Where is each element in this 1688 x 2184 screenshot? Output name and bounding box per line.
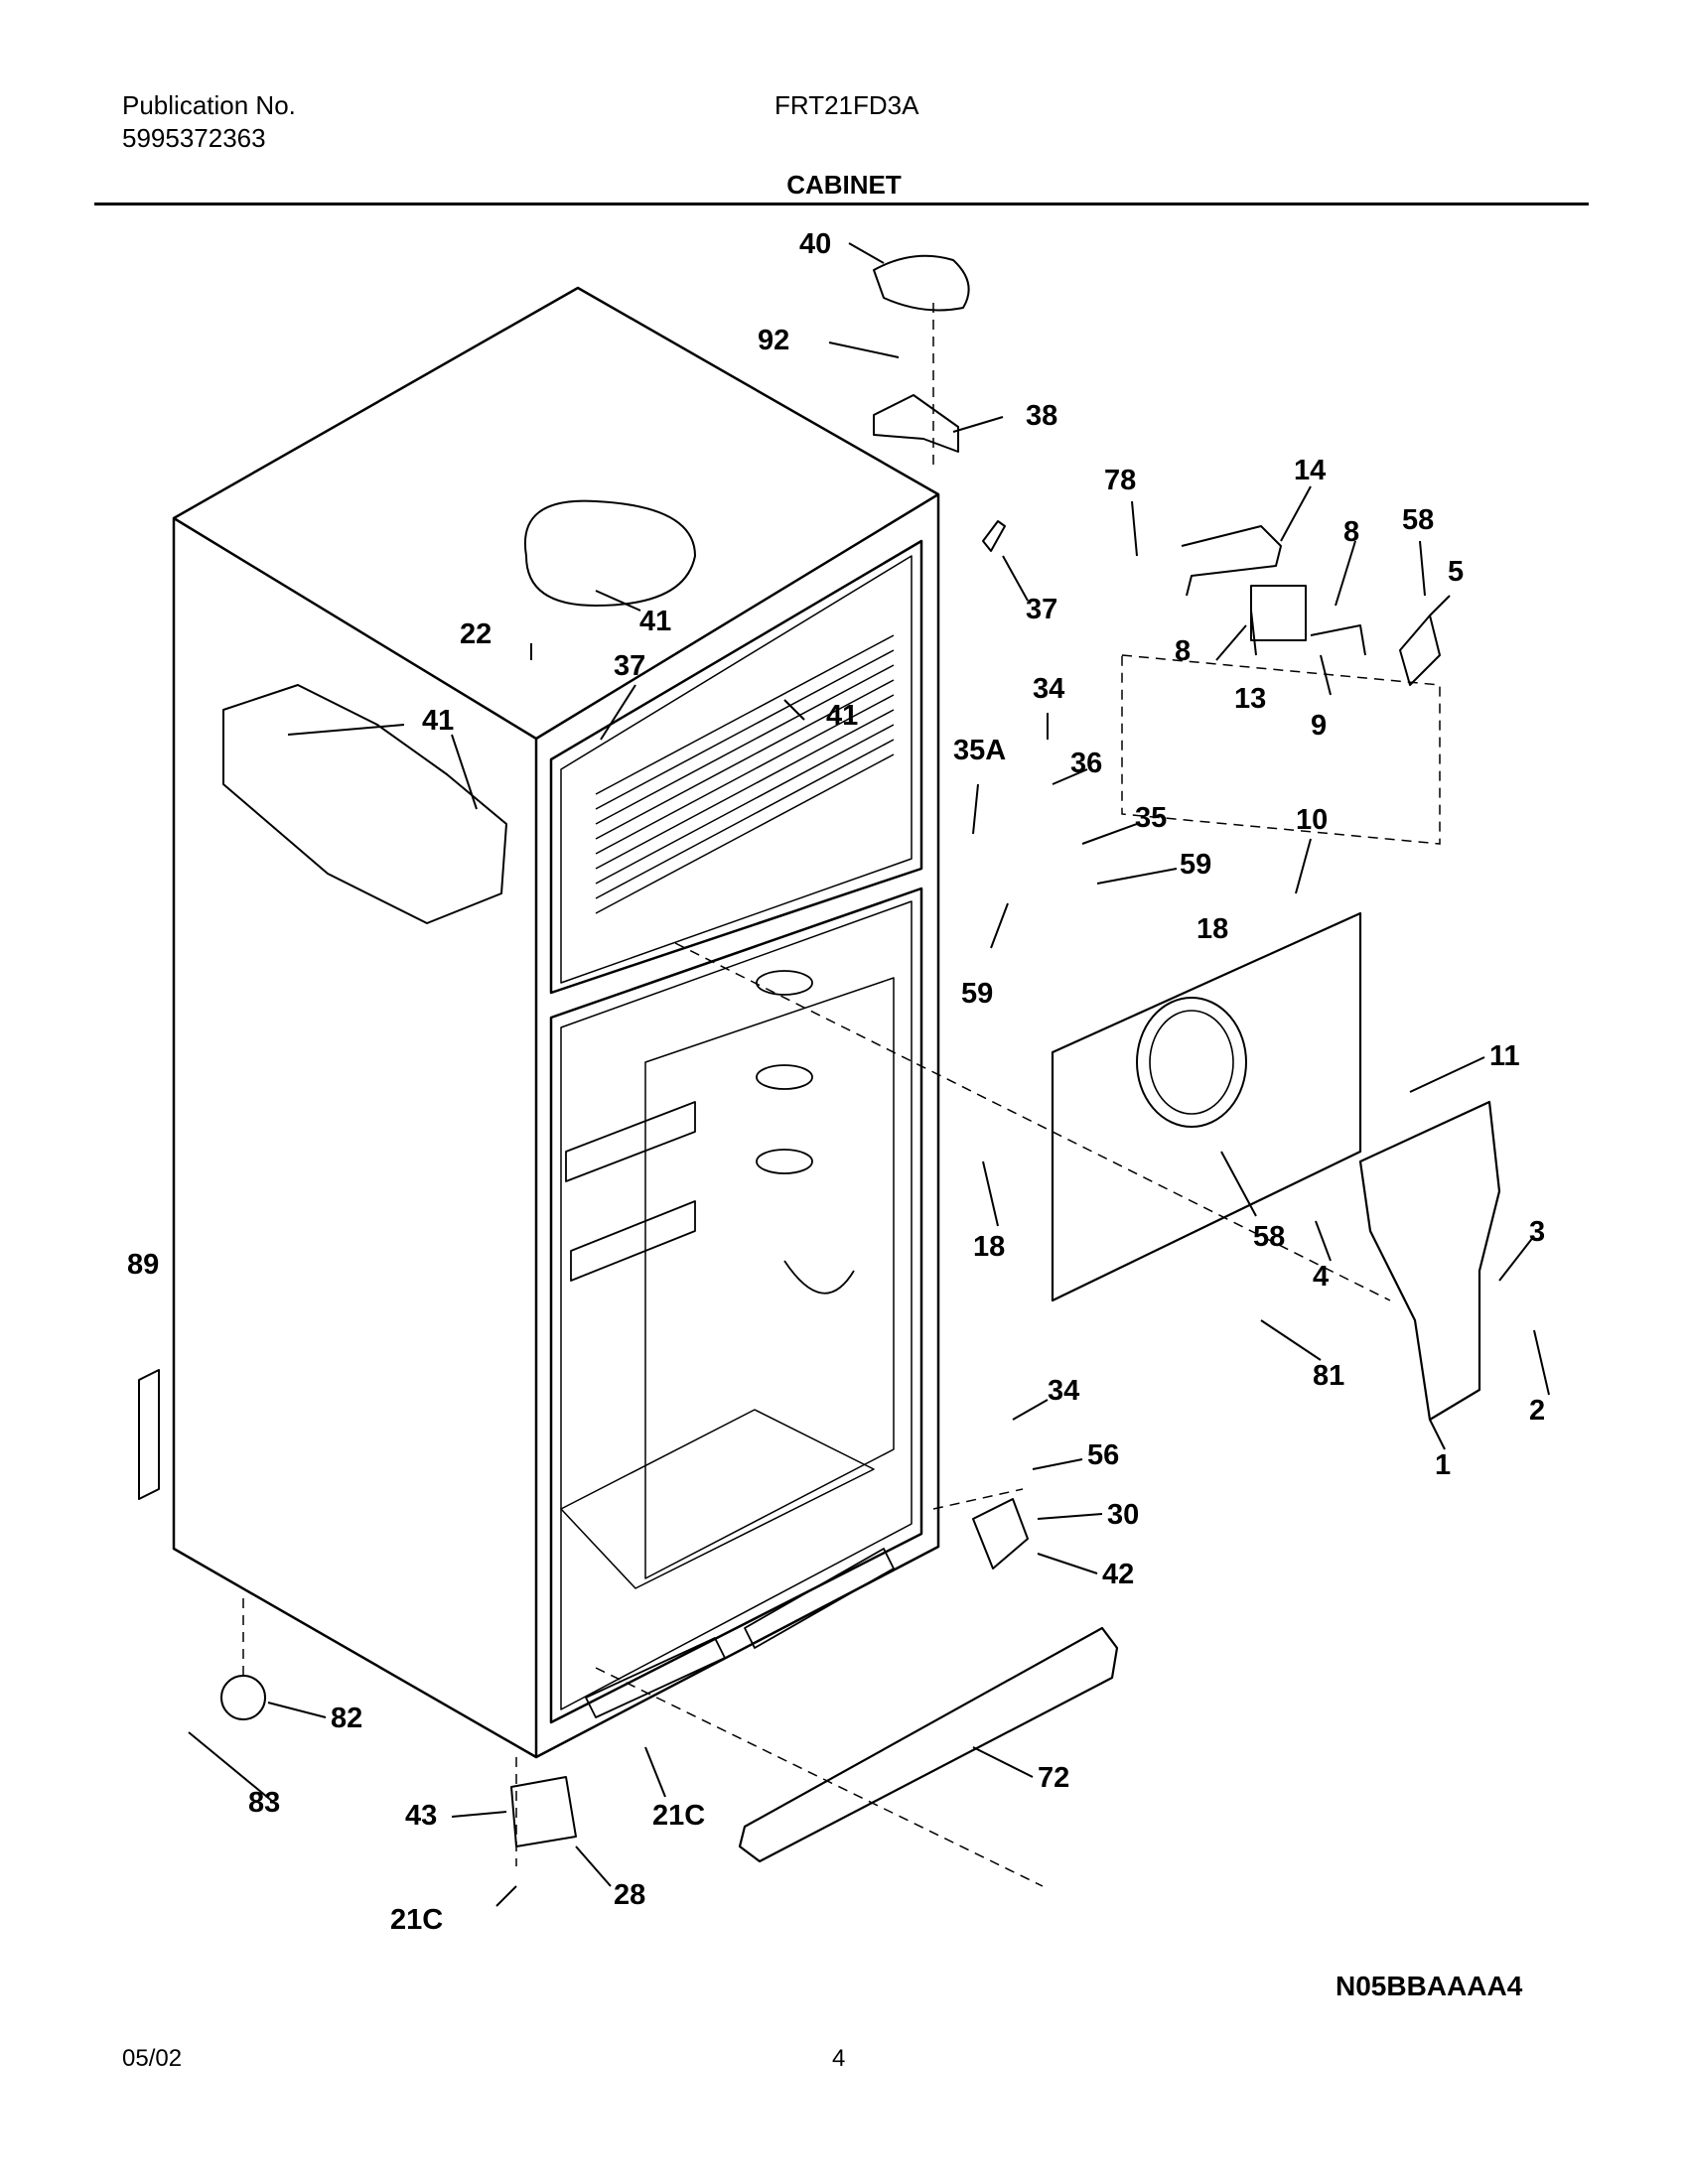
callout-label: 34 (1048, 1375, 1079, 1407)
callout-label: 92 (758, 325, 789, 356)
callout-label: 10 (1296, 804, 1328, 836)
callout-label: 56 (1087, 1439, 1119, 1471)
publication-number: 5995372363 (122, 123, 266, 153)
callout-label: 1 (1435, 1449, 1451, 1481)
liner-rear (644, 977, 895, 1579)
callout-label: 83 (248, 1787, 280, 1819)
side-panel-cutout (222, 684, 507, 924)
callout-label: 37 (1026, 594, 1057, 625)
callout-labels: 40 92 38 78 14 8 58 5 37 41 22 37 41 41 … (127, 228, 1545, 1936)
top-hinge (873, 394, 959, 453)
callout-label: 4 (1313, 1261, 1329, 1293)
callout-label: 58 (1402, 504, 1434, 536)
callout-label: 8 (1175, 635, 1191, 667)
publication-label: Publication No. (122, 90, 296, 120)
publication-date: 05/02 (122, 2045, 183, 2072)
fan-blade (1399, 614, 1441, 686)
cabinet-body (172, 286, 940, 1759)
callout-label: 18 (973, 1231, 1005, 1263)
callout-label: 18 (1196, 913, 1228, 945)
fresh-food-opening (549, 887, 923, 1724)
freezer-opening (549, 539, 923, 995)
callout-label: 78 (1104, 465, 1136, 496)
model-number: FRT21FD3A (774, 90, 919, 120)
callout-label: 21C (390, 1904, 443, 1936)
callout-label: 28 (614, 1879, 645, 1911)
callout-label: 40 (799, 228, 831, 260)
callout-label: 30 (1107, 1499, 1139, 1531)
callout-label: 8 (1343, 516, 1359, 548)
callout-label: 37 (614, 650, 645, 682)
callout-label: 11 (1489, 1040, 1520, 1072)
callout-label: 35A (953, 735, 1006, 766)
evaporator-cover (1051, 911, 1362, 1302)
leveler-bracket (510, 1776, 577, 1847)
callout-label: 22 (460, 618, 492, 650)
callout-label: 13 (1234, 683, 1266, 715)
toe-grille (738, 1626, 1119, 1863)
callout-label: 59 (961, 978, 993, 1010)
callout-label: 9 (1311, 710, 1327, 742)
leader-lines (188, 242, 1550, 1907)
lower-hinge (972, 1498, 1029, 1570)
motor-bracket-14 (1181, 525, 1282, 597)
top-evap-cover (523, 499, 696, 607)
callout-label: 41 (826, 700, 858, 732)
callout-label: 35 (1135, 802, 1167, 834)
diagram-code: N05BBAAAA4 (1336, 1971, 1523, 2001)
callout-label: 72 (1038, 1762, 1069, 1794)
cabinet-front-top-edge (535, 492, 939, 741)
callout-label: 89 (127, 1249, 159, 1281)
assembly-lines (242, 303, 1441, 1887)
callout-label: 5 (1448, 556, 1464, 588)
callout-label: 3 (1529, 1216, 1545, 1248)
fan-motor (1250, 585, 1307, 641)
callout-label: 38 (1026, 400, 1057, 432)
callout-label: 59 (1180, 849, 1211, 881)
callout-label: 58 (1253, 1221, 1285, 1253)
header-rule (94, 203, 1589, 205)
callout-label: 2 (1529, 1395, 1545, 1427)
callout-label: 81 (1313, 1360, 1344, 1392)
callout-label: 41 (639, 606, 671, 637)
section-title: CABINET (786, 170, 902, 200)
crisper-area (560, 1409, 875, 1589)
callout-label: 21C (652, 1800, 705, 1832)
cabinet-drawing (138, 254, 1501, 1863)
roller (220, 1675, 266, 1720)
callout-label: 36 (1070, 748, 1102, 779)
callout-label: 34 (1033, 673, 1064, 705)
callout-label: 14 (1294, 455, 1326, 486)
callout-label: 41 (422, 705, 454, 737)
callout-label: 43 (405, 1800, 437, 1832)
control-housing (1358, 1100, 1501, 1422)
bracket-89 (138, 1369, 160, 1500)
callout-label: 42 (1102, 1559, 1134, 1590)
hinge-cover (873, 254, 970, 312)
cabinet-side-edge (173, 516, 538, 1757)
callout-label: 82 (331, 1703, 362, 1734)
page-number: 4 (832, 2045, 846, 2072)
freezer-ribs (595, 634, 895, 914)
